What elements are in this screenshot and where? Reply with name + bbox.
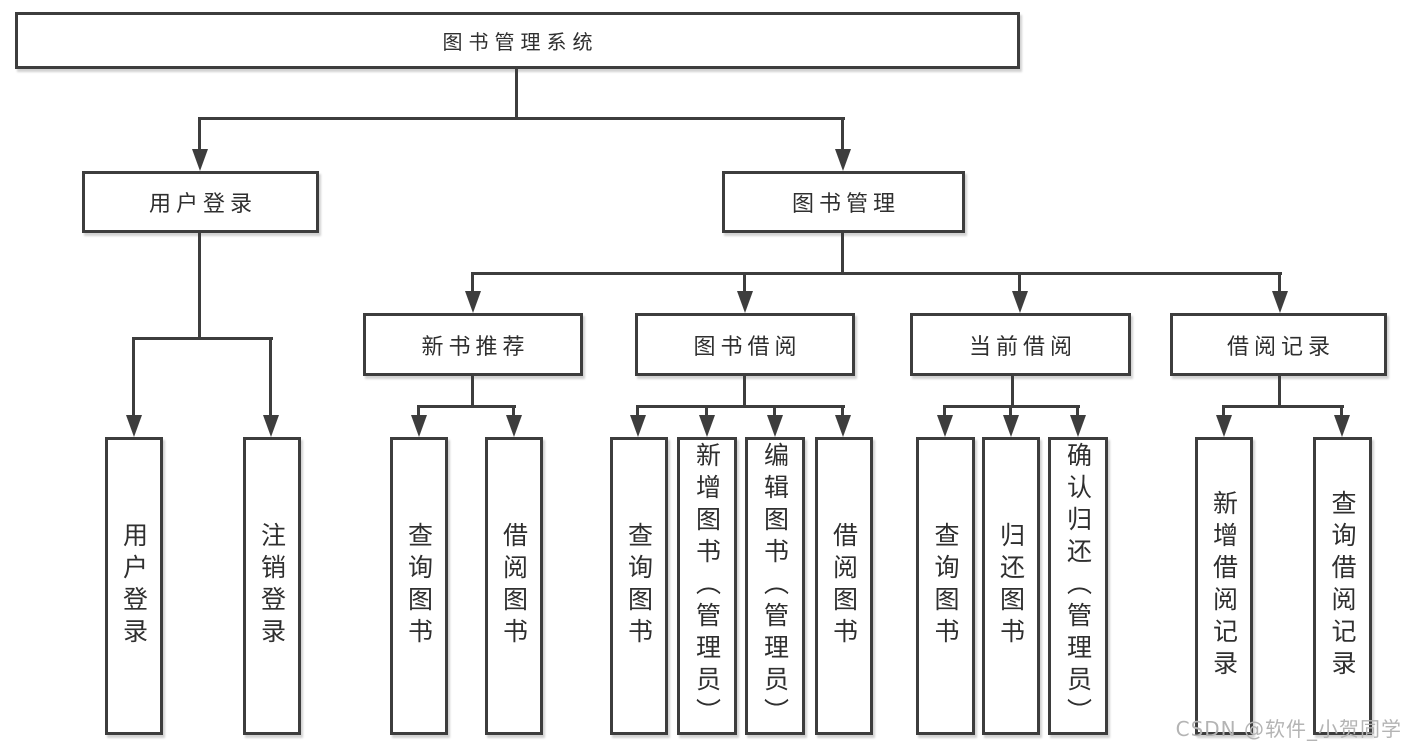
edge-nb-borrow-line — [512, 405, 515, 415]
edge-to-leaf-login-arrow — [126, 415, 142, 437]
node-user-login: 用户登录 — [82, 171, 319, 233]
edge-book-management-stem — [841, 233, 844, 273]
edge-nb-query-arrow — [411, 415, 427, 437]
edge-to-borrow-records-line — [1278, 272, 1281, 291]
edge-bb-borrow-arrow — [835, 415, 851, 437]
edge-to-user-login-arrow — [192, 149, 208, 171]
edge-cb-query-arrow — [937, 415, 953, 437]
edge-bb-edit-arrow — [767, 415, 783, 437]
edge-root-stem — [515, 68, 518, 118]
edge-to-book-borrow-line — [743, 272, 746, 291]
edge-bb-query-arrow — [630, 415, 646, 437]
leaf-bb-borrow-books: 借阅图书 — [815, 437, 873, 735]
node-book-management: 图书管理 — [722, 171, 965, 233]
node-current-borrow: 当前借阅 — [910, 313, 1131, 376]
edge-nb-borrow-arrow — [506, 415, 522, 437]
leaf-nb-query-books: 查询图书 — [390, 437, 448, 735]
edge-borrow-records-bar — [1222, 405, 1344, 408]
edge-to-leaf-logout-arrow — [263, 415, 279, 437]
node-book-borrow: 图书借阅 — [635, 313, 855, 376]
leaf-bb-query-books: 查询图书 — [610, 437, 668, 735]
edge-br-add-line — [1222, 405, 1225, 415]
leaf-cb-return-books: 归还图书 — [982, 437, 1040, 735]
edge-nb-query-line — [417, 405, 420, 415]
edge-user-login-bar — [133, 337, 273, 340]
node-new-book-recommend: 新书推荐 — [363, 313, 583, 376]
edge-bb-query-line — [636, 405, 639, 415]
edge-to-book-borrow-arrow — [737, 291, 753, 313]
edge-user-login-stem — [198, 233, 201, 338]
edge-book-borrow-stem — [743, 376, 746, 406]
edge-new-books-bar — [417, 405, 516, 408]
node-borrow-records: 借阅记录 — [1170, 313, 1387, 376]
leaf-cb-confirm-return-admin: 确认归还（管理员） — [1048, 437, 1108, 735]
edge-to-current-borrow-line — [1018, 272, 1021, 291]
edge-cb-confirm-line — [1076, 405, 1079, 415]
edge-to-book-management-line — [841, 117, 844, 149]
edge-to-new-books-line — [471, 272, 474, 291]
leaf-nb-borrow-books: 借阅图书 — [485, 437, 543, 735]
edge-to-user-login-line — [198, 117, 201, 149]
edge-cb-return-line — [1009, 405, 1012, 415]
edge-book-management-bar — [472, 272, 1282, 275]
edge-cb-query-line — [943, 405, 946, 415]
leaf-bb-add-books-admin: 新增图书（管理员） — [677, 437, 737, 735]
edge-cb-confirm-arrow — [1070, 415, 1086, 437]
csdn-watermark: CSDN @软件_小贺同学 — [1175, 717, 1402, 741]
edge-to-borrow-records-arrow — [1272, 291, 1288, 313]
edge-bb-edit-line — [773, 405, 776, 415]
edge-borrow-records-stem — [1278, 376, 1281, 406]
leaf-logout: 注销登录 — [243, 437, 301, 735]
edge-to-current-borrow-arrow — [1012, 291, 1028, 313]
leaf-user-login: 用户登录 — [105, 437, 163, 735]
edge-root-bar — [199, 117, 845, 120]
edge-to-book-management-arrow — [835, 149, 851, 171]
edge-book-borrow-bar — [636, 405, 845, 408]
edge-new-books-stem — [471, 376, 474, 406]
leaf-br-query-record: 查询借阅记录 — [1313, 437, 1372, 735]
edge-to-new-books-arrow — [465, 291, 481, 313]
edge-current-borrow-stem — [1011, 376, 1014, 406]
edge-br-add-arrow — [1216, 415, 1232, 437]
leaf-cb-query-books: 查询图书 — [916, 437, 975, 735]
edge-cb-return-arrow — [1003, 415, 1019, 437]
edge-br-query-arrow — [1334, 415, 1350, 437]
edge-br-query-line — [1340, 405, 1343, 415]
edge-bb-borrow-line — [841, 405, 844, 415]
edge-bb-add-arrow — [699, 415, 715, 437]
edge-to-leaf-login-line — [132, 337, 135, 415]
node-book-management-system: 图书管理系统 — [15, 12, 1020, 69]
leaf-br-add-record: 新增借阅记录 — [1195, 437, 1253, 735]
leaf-bb-edit-books-admin: 编辑图书（管理员） — [745, 437, 805, 735]
edge-to-leaf-logout-line — [269, 337, 272, 415]
edge-bb-add-line — [705, 405, 708, 415]
